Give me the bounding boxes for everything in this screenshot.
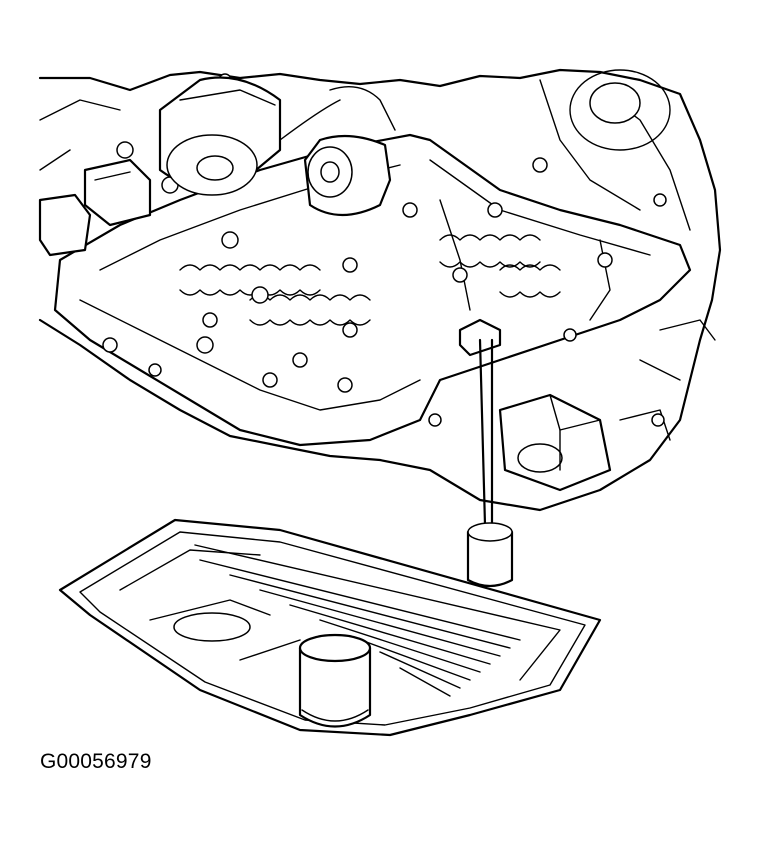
- valve-body: [53, 73, 692, 447]
- figure-id-label: G00056979: [40, 750, 152, 773]
- solenoids: [38, 76, 396, 257]
- filter-neck: [466, 522, 514, 588]
- oil-filter: [298, 633, 372, 728]
- transmission-case: [38, 68, 722, 512]
- oil-pan: [58, 518, 602, 737]
- spool-valves: [179, 234, 561, 326]
- solenoid-center: [303, 134, 392, 216]
- connector-bracket: [38, 158, 152, 257]
- filter-mount-pointer: [458, 318, 502, 527]
- solenoid-left: [158, 76, 282, 196]
- pan-ribs: [199, 559, 521, 697]
